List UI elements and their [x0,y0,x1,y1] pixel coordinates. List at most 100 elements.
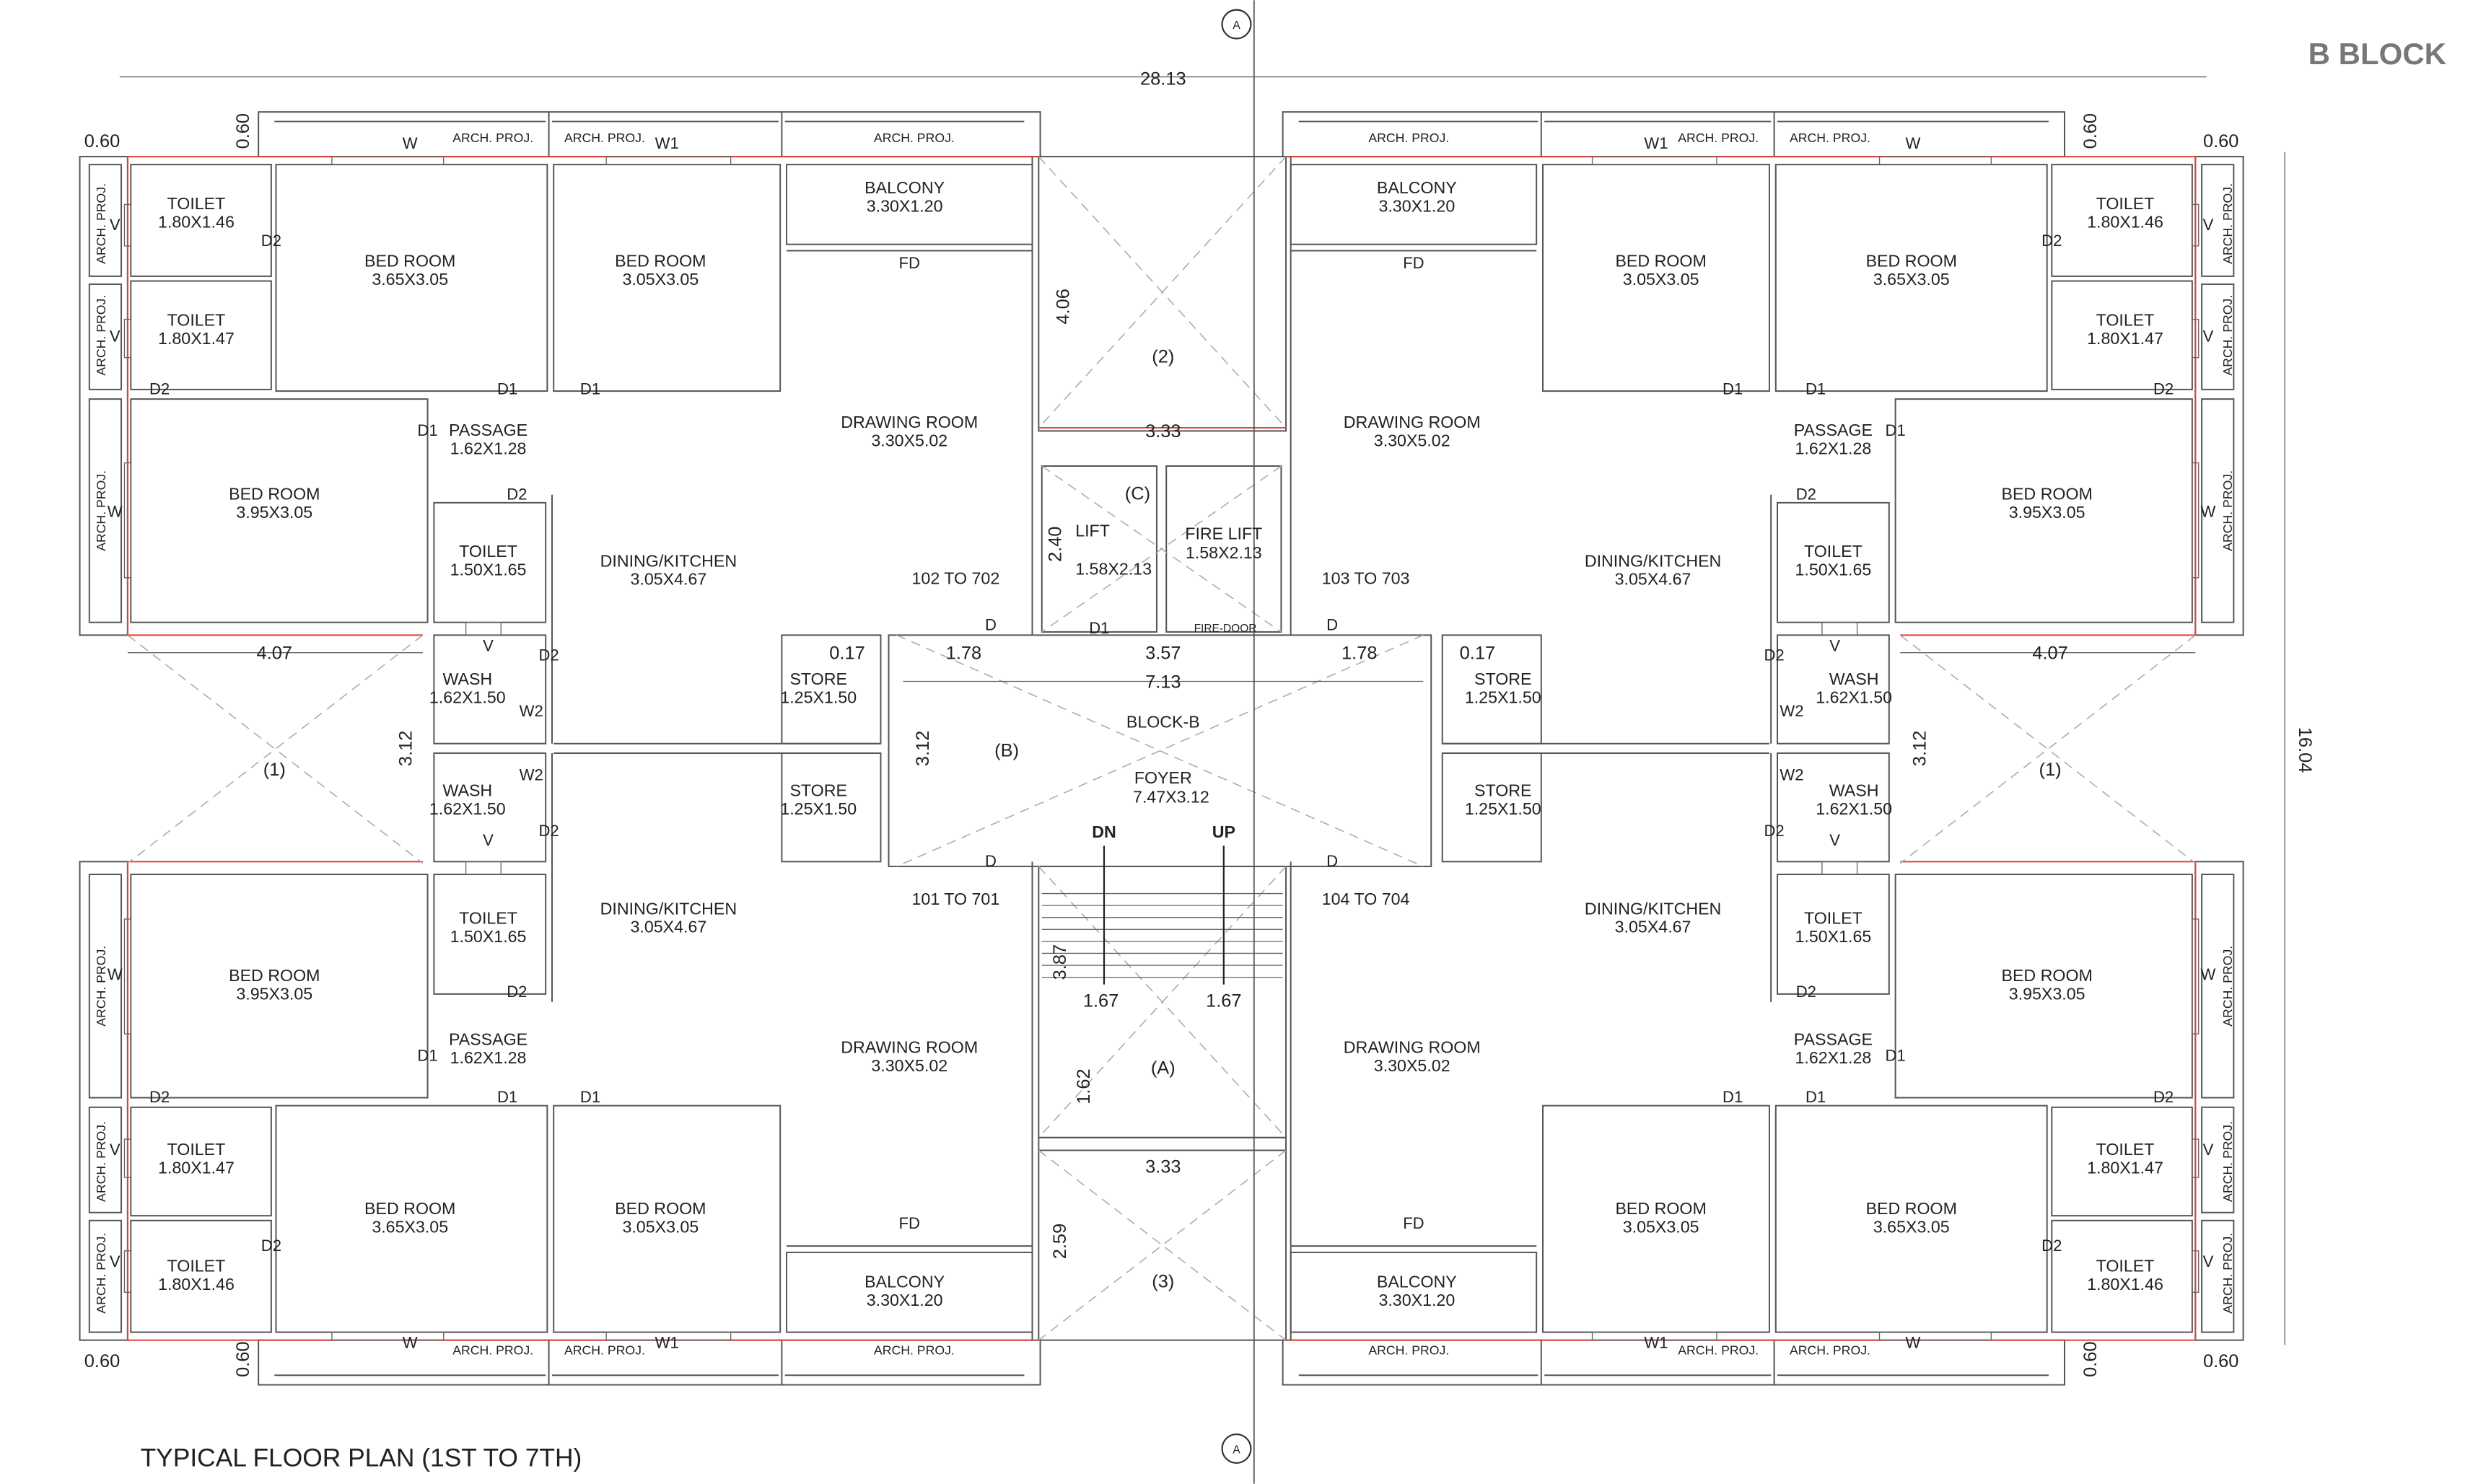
room-name-toilet2: TOILET [2096,310,2155,329]
section-marker-top[interactable]: A [1221,9,1252,40]
opening-mark: ARCH. PROJ. [2220,946,2235,1027]
dim-projection: 0.60 [84,131,120,152]
opening-mark: W1 [1644,1334,1668,1352]
dim-stair-depth: 3.87 [1050,944,1070,980]
opening-mark: D2 [1796,983,1816,1001]
opening-mark: W1 [655,134,679,152]
opening-mark: V [1829,636,1840,654]
opening-mark: D1 [580,1088,600,1106]
fire-door-mark: FIRE-DOOR [1194,623,1257,635]
room-name-store: STORE [789,669,847,688]
opening-mark: D1 [1805,380,1826,398]
opening-mark: W2 [520,766,543,784]
dim-projection: 0.60 [2080,113,2101,149]
section-marker-bottom[interactable]: A [1221,1433,1252,1464]
room-name-wash: WASH [1829,669,1879,688]
room-size-bed2: 3.05X3.05 [1623,1217,1699,1236]
room-size-passage: 1.62X1.28 [450,1048,527,1067]
room-size-balcony: 3.30X1.20 [1378,1291,1455,1309]
block-title: B BLOCK [2308,37,2446,71]
room-name-toilet1: TOILET [167,1257,226,1276]
opening-mark: W [2201,503,2216,521]
opening-mark: D2 [1764,646,1784,664]
room-size-drawing: 3.30X5.02 [871,1056,947,1075]
dim-foyer-width: 7.13 [1145,672,1181,692]
dim-landing: 1.62 [1074,1068,1094,1104]
room-size-passage: 1.62X1.28 [1795,1048,1872,1067]
opening-mark: ARCH. PROJ. [94,295,108,376]
room-name-toilet1: TOILET [2096,194,2155,213]
room-size-toilet1: 1.80X1.46 [158,212,235,231]
dim-projection: 0.60 [233,1341,253,1377]
dim-projection: 0.60 [233,113,253,149]
room-name-bed2: BED ROOM [1615,1199,1706,1218]
opening-mark: D [1326,852,1338,870]
opening-mark: D2 [538,822,559,840]
opening-mark: D1 [580,380,600,398]
room-name-drawing: DRAWING ROOM [1344,1038,1481,1057]
room-name-bed3: BED ROOM [229,484,320,503]
dim-projection: 0.60 [2203,131,2238,152]
opening-mark: ARCH. PROJ. [2220,1121,2235,1202]
room-name-store: STORE [1474,669,1532,688]
opening-mark: D2 [2041,1237,2062,1255]
room-size-wash: 1.62X1.50 [1816,799,1892,818]
opening-mark: ARCH. PROJ. [1790,131,1870,145]
opening-mark: W2 [1780,702,1803,720]
room-name-bed3: BED ROOM [2001,484,2092,503]
opening-mark: ARCH. PROJ. [874,131,955,145]
dim-court-width: 4.07 [2032,644,2067,664]
dim-projection: 0.60 [2080,1341,2101,1377]
room-name-toilet3: TOILET [459,909,517,928]
opening-mark: D [1326,616,1338,634]
room-size-toilet1: 1.80X1.46 [2087,1275,2163,1294]
opening-mark: V [2203,216,2214,234]
room-size-wash: 1.62X1.50 [429,688,506,706]
room-size-toilet2: 1.80X1.47 [2087,1159,2163,1177]
opening-mark: ARCH. PROJ. [452,1343,533,1358]
room-name-toilet1: TOILET [2096,1257,2155,1276]
opening-mark: FD [1403,254,1424,272]
dim-shaft-3-depth: 2.59 [1050,1224,1070,1259]
room-name-bed1: BED ROOM [364,252,455,271]
opening-mark: ARCH. PROJ. [94,1233,108,1314]
room-size-bed2: 3.05X3.05 [1623,270,1699,289]
opening-mark: D2 [507,983,527,1001]
room-name-bed2: BED ROOM [1615,252,1706,271]
opening-mark: W [108,965,123,983]
dim-foyer-gap: 0.17 [1460,644,1495,664]
fire-lift-label: FIRE LIFT [1185,524,1262,543]
opening-mark: D2 [149,380,170,398]
side-court-left [127,634,424,864]
room-size-passage: 1.62X1.28 [450,439,527,457]
room-size-toilet1: 1.80X1.46 [2087,212,2163,231]
plan-caption: TYPICAL FLOOR PLAN (1ST TO 7TH) [141,1444,582,1472]
opening-mark: ARCH. PROJ. [874,1343,955,1358]
zone-c-label: (C) [1125,483,1150,504]
room-name-wash: WASH [442,781,492,800]
room-name-balcony: BALCONY [1377,178,1457,197]
room-size-bed3: 3.95X3.05 [2009,503,2085,522]
opening-mark: W [1906,134,1921,152]
dim-lift-depth: 2.40 [1045,527,1065,562]
room-name-balcony: BALCONY [865,1273,945,1291]
room-name-toilet1: TOILET [167,194,226,213]
opening-mark: D2 [261,232,281,250]
room-name-dining: DINING/KITCHEN [600,551,737,570]
room-size-toilet2: 1.80X1.47 [158,1159,235,1177]
opening-mark: D1 [1886,1047,1906,1065]
room-name-balcony: BALCONY [1377,1273,1457,1291]
dim-court-depth: 3.12 [1910,731,1930,766]
room-size-drawing: 3.30X5.02 [1374,1056,1450,1075]
section-marker-label: A [1233,1444,1240,1457]
section-marker-label: A [1233,19,1240,32]
opening-mark: ARCH. PROJ. [452,131,533,145]
room-size-store: 1.25X1.50 [1465,688,1541,706]
opening-mark: D2 [2153,1088,2174,1106]
dim-court-depth: 3.12 [395,731,416,766]
dim-shaft-2-depth: 4.06 [1053,289,1073,324]
opening-mark: D2 [1764,822,1784,840]
opening-mark: ARCH. PROJ. [1790,1343,1870,1358]
foyer-size: 7.47X3.12 [1133,788,1209,807]
room-size-store: 1.25X1.50 [780,799,857,818]
